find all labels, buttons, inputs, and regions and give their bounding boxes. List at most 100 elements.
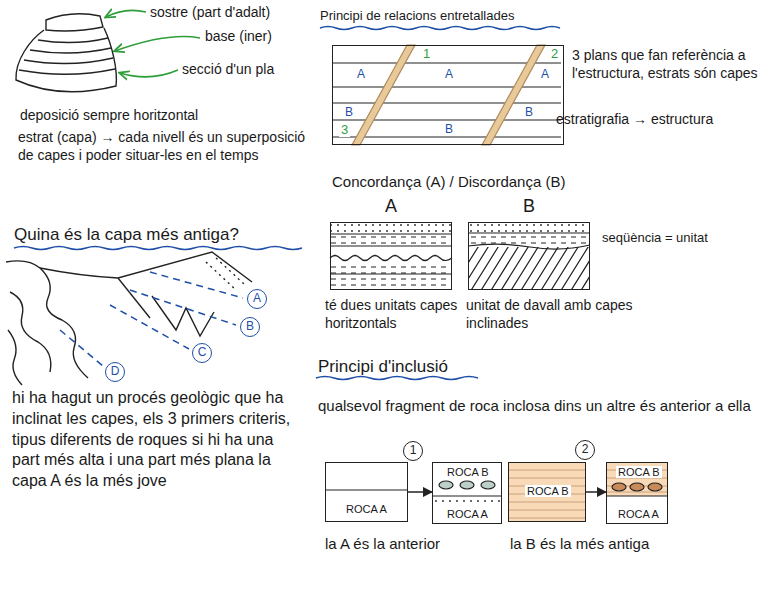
inclusion-rock-part (508, 470, 586, 518)
callout-letter: C (192, 343, 212, 363)
caption-text: la B és la més antiga (510, 534, 710, 554)
note-text: 3 plans que fan referència a l'estructur… (572, 46, 762, 82)
inclined-layers-part (468, 247, 590, 290)
tilted-strata-cliff-part (40, 252, 252, 282)
note-text: qualsevol fragment de roca inclosa dins … (318, 396, 763, 416)
cross-cutting-block-part (333, 136, 561, 137)
section-heading: Principi d'inclusió (318, 356, 518, 378)
node-text: B (443, 123, 455, 136)
rock-box: ROCA A (325, 462, 408, 522)
leader-arrow-part (115, 37, 200, 51)
inclusion-rock-part (439, 481, 453, 489)
section-heading: Principi de relacions entretallades (320, 8, 580, 25)
callout-label: base (iner) (205, 27, 325, 45)
inclusion-rock-part (325, 489, 408, 490)
rock-box: ROCA B (508, 462, 586, 522)
rock-box: ROCA B ROCA A (432, 462, 502, 524)
wavy-underline-part (14, 247, 302, 250)
node-text: ROCA A (445, 508, 490, 520)
cross-cutting-block-part (352, 45, 415, 145)
callout-letter: B (240, 317, 260, 337)
note-text: estratigrafia → estructura (556, 110, 761, 128)
conformity-layers-part (330, 222, 452, 234)
node-text: B (343, 106, 355, 119)
unconformity-layers-part (468, 235, 590, 244)
note-text: deposició sempre horitzontal (20, 106, 300, 124)
callout-letter: A (247, 289, 267, 309)
conformity-layers-part (330, 256, 452, 261)
layered-hill-part (38, 38, 108, 43)
unconformity-layers-part (468, 233, 590, 249)
rock-box: ROCA B ROCA A (606, 462, 668, 524)
inclusion-rock-part (434, 498, 500, 504)
conformity-layers-part (330, 273, 452, 274)
inclusion-rock-part (508, 462, 586, 522)
node-text: B (523, 106, 535, 119)
inclusion-rock-part (612, 483, 626, 491)
leader-arrow-part (106, 10, 146, 17)
unconformity-layers-part (468, 222, 590, 232)
inclined-layers (468, 247, 590, 290)
tilted-strata-cliff-part (6, 261, 88, 378)
note-text: estrat (capa) → cada nivell és un superp… (18, 128, 308, 164)
tilted-strata-cliff-part (152, 296, 214, 336)
dashed-layer-line-part (60, 330, 103, 366)
node-text: ROCA A (616, 508, 661, 520)
cross-cutting-block-part (482, 45, 545, 145)
connectors (408, 492, 606, 493)
layered-hill-part (19, 69, 115, 74)
node-text: A (385, 197, 397, 217)
callout-number: 1 (403, 441, 423, 461)
connector-arrow (586, 491, 606, 493)
callout-text: A (253, 292, 261, 305)
wavy-underline-part (320, 27, 560, 30)
dashed-layer-line-part (130, 290, 236, 325)
callout-label: secció d'un pla (182, 60, 322, 78)
layered-hill-part (16, 28, 116, 92)
node-text: A (355, 68, 367, 81)
inclusion-rock-part (460, 481, 474, 489)
node-text: B (523, 197, 535, 217)
note-text: hi ha hagut un procés geològic que ha in… (12, 388, 304, 492)
node-text: ROCA B (445, 466, 491, 478)
callout-letter: D (105, 362, 125, 382)
tilted-strata-cliff-part (216, 258, 244, 284)
cross-cutting-block-part (333, 86, 561, 87)
layered-hill (16, 14, 116, 92)
node-text: 3 (339, 123, 350, 137)
wavy-underline-part (316, 377, 478, 380)
node-text: A (443, 68, 455, 81)
layer-section: A (330, 222, 452, 290)
tilted-strata-cliff-part (10, 292, 51, 372)
node-text: ROCA B (616, 466, 662, 478)
callout-text: D (111, 365, 120, 378)
conformity-layers-part (330, 262, 452, 288)
callout-text: 1 (410, 444, 417, 457)
caption-text: unitat de davall amb capes inclinades (466, 296, 646, 332)
callout-text: 2 (582, 443, 589, 456)
layer-section: B (468, 222, 590, 290)
cross-cutting-block-part (333, 102, 561, 103)
inclusion-rock-part (648, 483, 662, 491)
inclusion-rock-part (606, 462, 668, 496)
layered-hill-part (30, 48, 111, 53)
node-text: 1 (421, 47, 432, 61)
dashed-layer-line (60, 272, 243, 366)
tilted-strata-cliff (6, 252, 252, 385)
caption-text: té dues unitats capes horitzontals (325, 296, 460, 332)
unconformity-layers (450, 222, 610, 292)
conformity-layers-part (330, 236, 452, 245)
dashed-layer-line-part (150, 272, 243, 298)
connector-arrow (408, 491, 432, 493)
inclusion-rock-part (630, 483, 644, 491)
node-text: 2 (549, 47, 560, 61)
section-heading: Concordança (A) / Discordança (B) (332, 172, 632, 192)
inclusion-rock-part (432, 495, 502, 496)
inclusion-rock (325, 462, 668, 522)
node-text: A (539, 68, 551, 81)
callout-text: B (246, 320, 254, 333)
inclusion-rock-part (606, 495, 668, 496)
layered-hill-part (24, 58, 113, 64)
section-heading: Quina és la capa més antiga? (14, 224, 314, 246)
